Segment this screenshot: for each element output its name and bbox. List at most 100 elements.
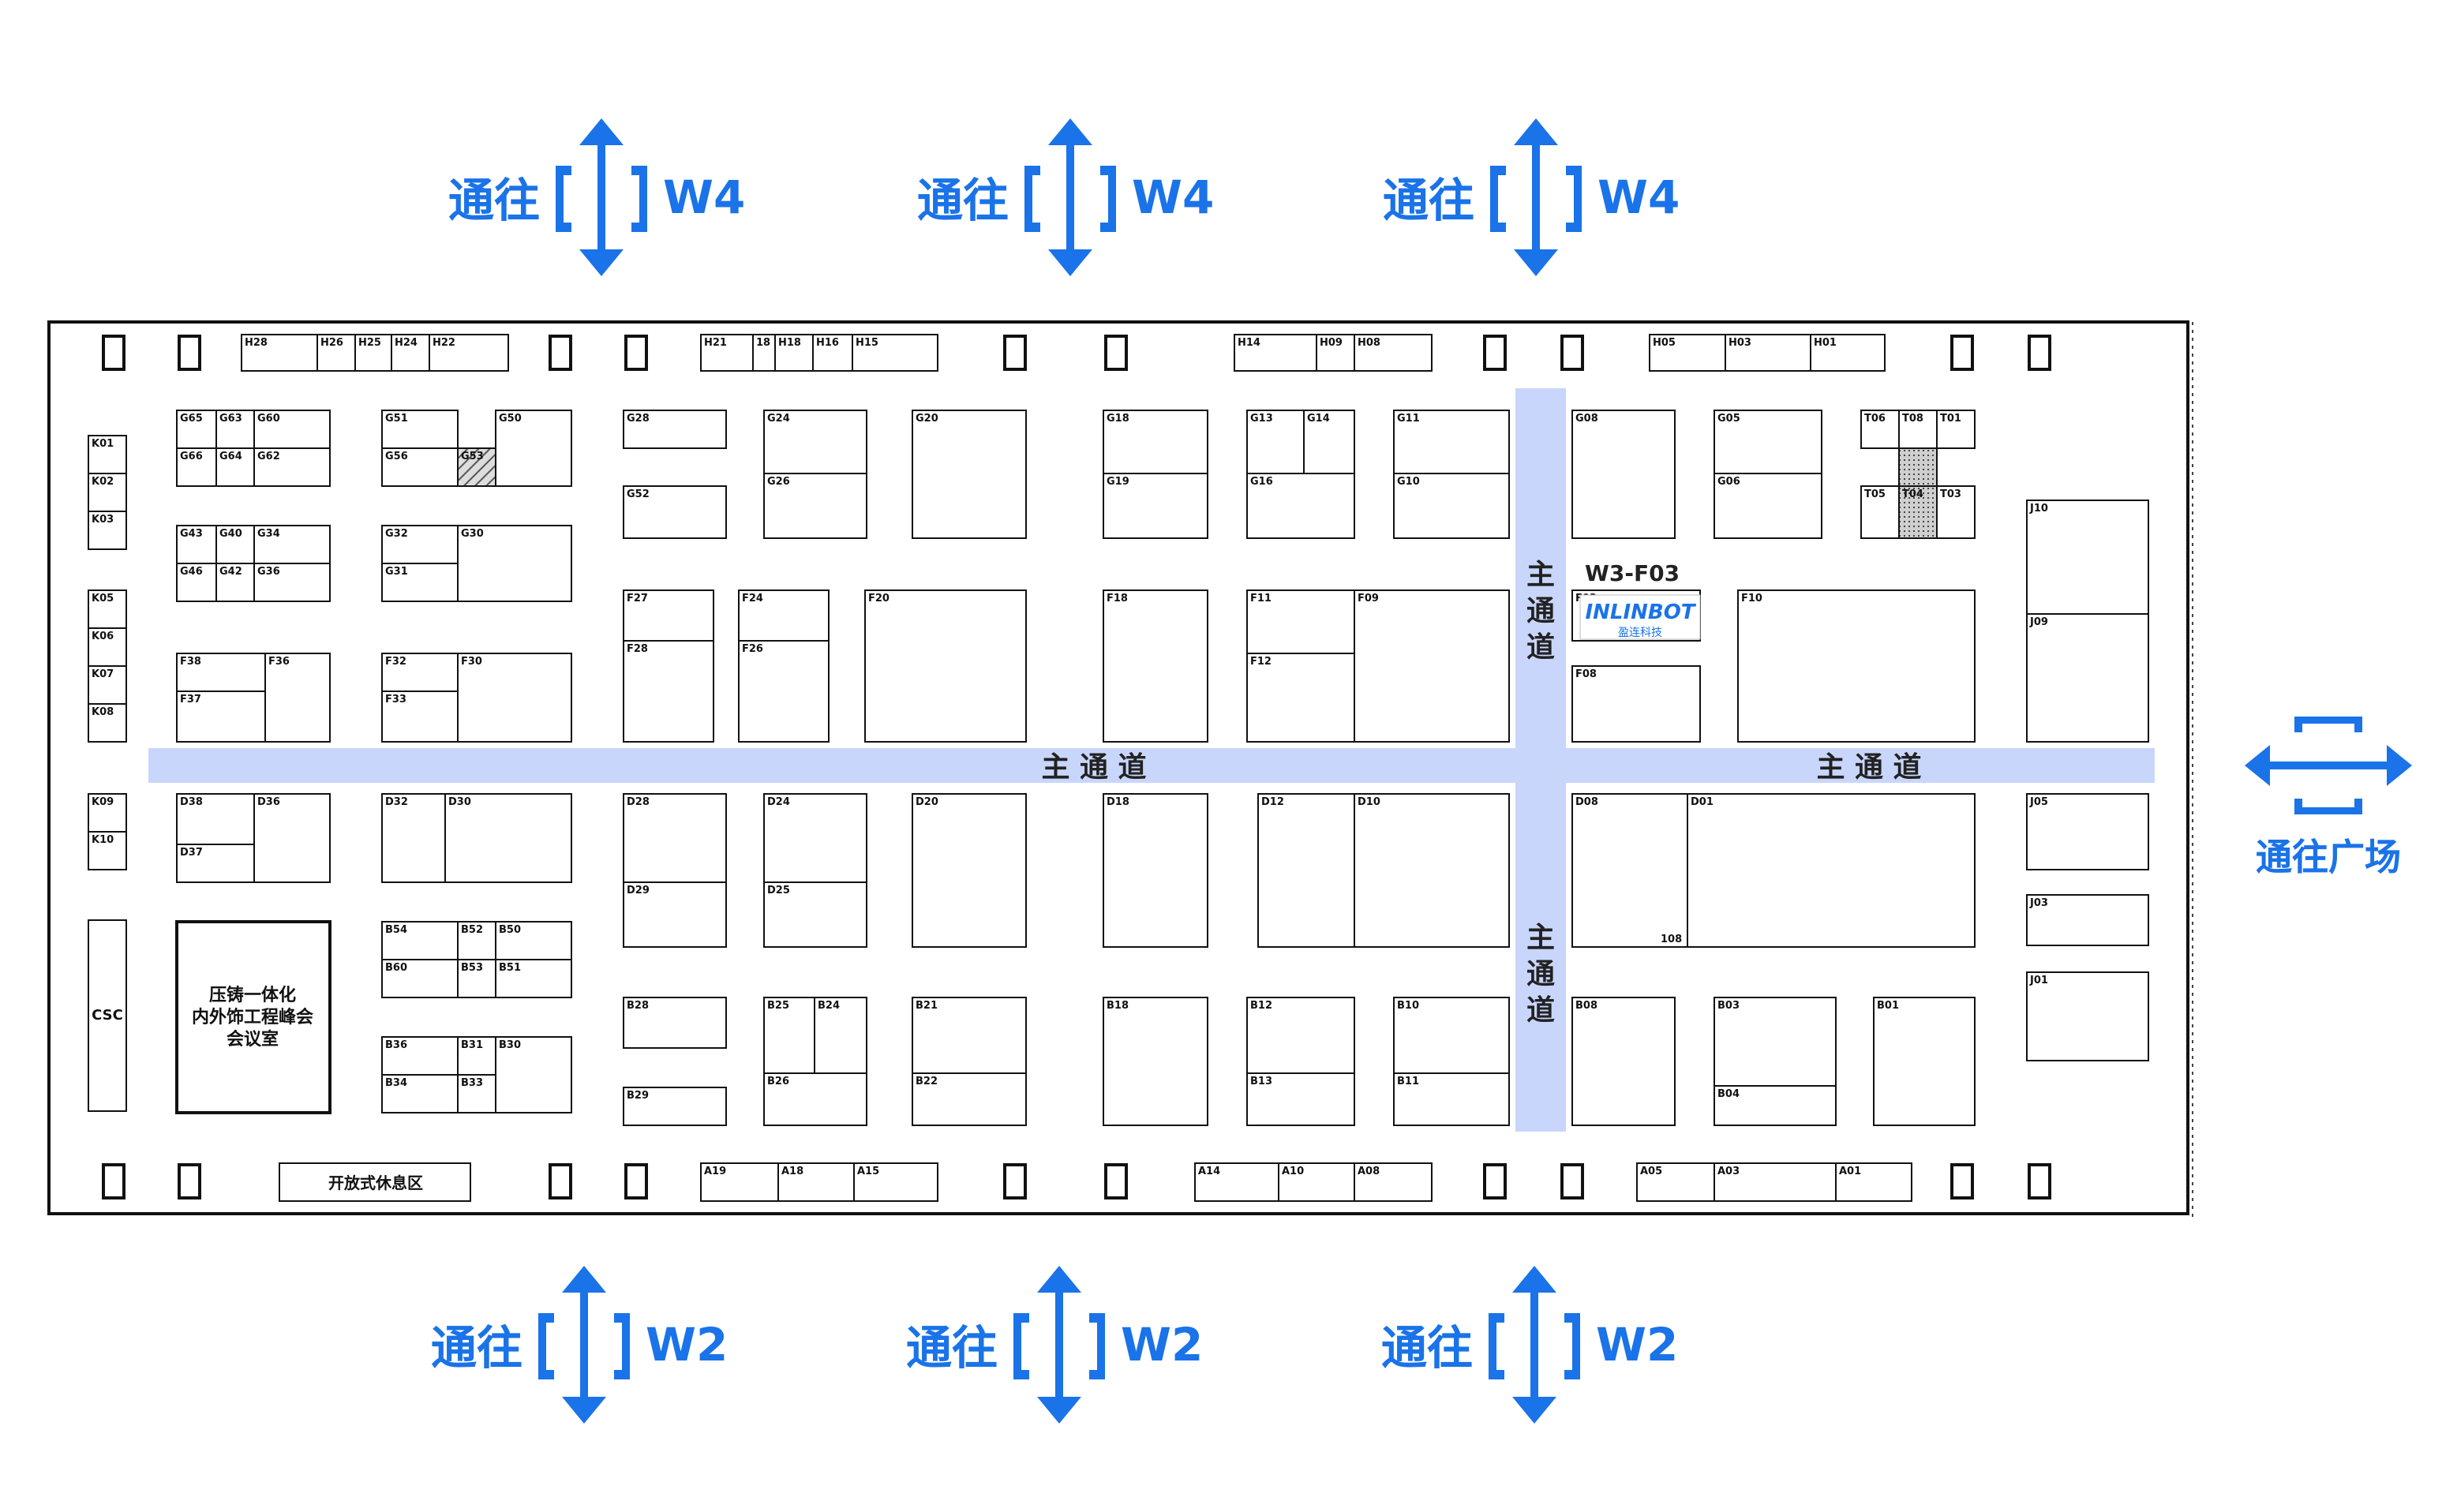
booth-j09[interactable]: J09: [2026, 613, 2149, 743]
booth-b34[interactable]: B34: [381, 1074, 459, 1113]
booth-h03[interactable]: H03: [1725, 334, 1811, 372]
booth-b30[interactable]: B30: [495, 1036, 572, 1113]
booth-g53[interactable]: G53: [457, 447, 496, 487]
meeting-room[interactable]: 压铸一体化 内外饰工程峰会 会议室: [175, 920, 331, 1114]
booth-f32[interactable]: F32: [381, 653, 459, 692]
booth-a05[interactable]: A05: [1636, 1162, 1715, 1202]
booth-g50[interactable]: G50: [495, 410, 572, 487]
booth-g32[interactable]: G32: [381, 525, 459, 564]
booth-h15[interactable]: H15: [852, 334, 938, 372]
booth-g56[interactable]: G56: [381, 447, 459, 487]
booth-18[interactable]: 18: [752, 334, 776, 372]
booth-d12[interactable]: D12: [1257, 793, 1355, 948]
booth-d10[interactable]: D10: [1354, 793, 1510, 948]
booth-a14[interactable]: A14: [1194, 1162, 1279, 1202]
booth-f08[interactable]: F08: [1571, 665, 1701, 743]
booth-g64[interactable]: G64: [215, 447, 255, 487]
booth-g11[interactable]: G11: [1393, 410, 1510, 474]
booth-h21[interactable]: H21: [700, 334, 754, 372]
booth-h09[interactable]: H09: [1316, 334, 1355, 372]
booth-b33[interactable]: B33: [457, 1074, 496, 1113]
booth-d01[interactable]: D01: [1687, 793, 1976, 948]
booth-g60[interactable]: G60: [253, 410, 331, 449]
booth-g26[interactable]: G26: [763, 473, 867, 539]
booth-f18[interactable]: F18: [1103, 589, 1208, 743]
booth-g36[interactable]: G36: [253, 563, 331, 602]
booth-f12[interactable]: F12: [1246, 653, 1355, 743]
booth-b51[interactable]: B51: [495, 959, 572, 998]
booth-b18[interactable]: B18: [1103, 997, 1208, 1126]
booth-b22[interactable]: B22: [912, 1072, 1027, 1126]
booth-h25[interactable]: H25: [354, 334, 392, 372]
booth-k07[interactable]: K07: [88, 665, 127, 705]
exit-to-w4[interactable]: 通往 W4: [1383, 117, 1680, 278]
booth-d29[interactable]: D29: [623, 881, 727, 948]
booth-b01[interactable]: B01: [1873, 997, 1976, 1126]
booth-j03[interactable]: J03: [2026, 894, 2149, 946]
booth-f24[interactable]: F24: [738, 589, 830, 642]
booth-f11[interactable]: F11: [1246, 589, 1355, 654]
booth-t05[interactable]: T05: [1860, 485, 1900, 539]
exit-to-w4[interactable]: 通往 W4: [917, 117, 1214, 278]
booth-a01[interactable]: A01: [1835, 1162, 1912, 1202]
booth-g05[interactable]: G05: [1714, 410, 1822, 474]
booth-g18[interactable]: G18: [1103, 410, 1208, 474]
booth-g51[interactable]: G51: [381, 410, 459, 449]
booth-d24[interactable]: D24: [763, 793, 867, 883]
booth-g31[interactable]: G31: [381, 563, 459, 602]
booth-f36[interactable]: F36: [264, 653, 331, 743]
booth-h22[interactable]: H22: [429, 334, 509, 372]
booth-f09[interactable]: F09: [1354, 589, 1510, 743]
exit-to-w2[interactable]: 通往 W2: [431, 1264, 728, 1425]
booth-b31[interactable]: B31: [457, 1036, 496, 1076]
booth-g66[interactable]: G66: [176, 447, 217, 487]
booth-f26[interactable]: F26: [738, 640, 830, 743]
booth-a18[interactable]: A18: [777, 1162, 855, 1202]
booth-b13[interactable]: B13: [1246, 1072, 1355, 1126]
booth-b03[interactable]: B03: [1714, 997, 1837, 1087]
booth-a15[interactable]: A15: [853, 1162, 938, 1202]
booth-b24[interactable]: B24: [814, 997, 867, 1074]
booth-b12[interactable]: B12: [1246, 997, 1355, 1074]
booth-g30[interactable]: G30: [457, 525, 572, 602]
booth-g65[interactable]: G65: [176, 410, 217, 449]
booth-f27[interactable]: F27: [623, 589, 714, 642]
booth-b26[interactable]: B26: [763, 1072, 867, 1126]
booth-h01[interactable]: H01: [1810, 334, 1886, 372]
booth-d20[interactable]: D20: [912, 793, 1027, 948]
booth-h14[interactable]: H14: [1234, 334, 1317, 372]
booth-g16[interactable]: G16: [1246, 473, 1355, 539]
booth-b25[interactable]: B25: [763, 997, 815, 1074]
booth-h24[interactable]: H24: [391, 334, 430, 372]
booth-t08[interactable]: T08: [1898, 410, 1938, 449]
booth-a19[interactable]: A19: [700, 1162, 779, 1202]
exit-to-w2[interactable]: 通往 W2: [906, 1264, 1203, 1425]
booth-f28[interactable]: F28: [623, 640, 714, 743]
exit-to-w4[interactable]: 通往 W4: [448, 117, 745, 278]
booth-h08[interactable]: H08: [1354, 334, 1433, 372]
highlight-booth[interactable]: W3-F03 INLINBOT 盈连科技: [1579, 560, 1701, 640]
booth-b60[interactable]: B60: [381, 959, 459, 998]
booth-f10[interactable]: F10: [1737, 589, 1976, 743]
booth-g62[interactable]: G62: [253, 447, 331, 487]
booth-g52[interactable]: G52: [623, 485, 727, 539]
booth-d30[interactable]: D30: [444, 793, 572, 883]
booth-g14[interactable]: G14: [1303, 410, 1355, 474]
booth-g24[interactable]: G24: [763, 410, 867, 474]
booth-k09[interactable]: K09: [88, 793, 127, 833]
booth-k02[interactable]: K02: [88, 473, 127, 512]
booth-a08[interactable]: A08: [1354, 1162, 1433, 1202]
booth-f30[interactable]: F30: [457, 653, 572, 743]
booth-g28[interactable]: G28: [623, 410, 727, 449]
booth-g13[interactable]: G13: [1246, 410, 1305, 474]
booth-b54[interactable]: B54: [381, 921, 459, 960]
booth-b04[interactable]: B04: [1714, 1085, 1837, 1126]
booth-g06[interactable]: G06: [1714, 473, 1822, 539]
booth-h16[interactable]: H16: [812, 334, 853, 372]
booth-b28[interactable]: B28: [623, 997, 727, 1049]
booth-j01[interactable]: J01: [2026, 971, 2149, 1061]
booth-k05[interactable]: K05: [88, 589, 127, 629]
exit-to-plaza[interactable]: 通往广场: [2226, 717, 2431, 881]
booth-g10[interactable]: G10: [1393, 473, 1510, 539]
lounge-area[interactable]: 开放式休息区: [279, 1162, 471, 1202]
